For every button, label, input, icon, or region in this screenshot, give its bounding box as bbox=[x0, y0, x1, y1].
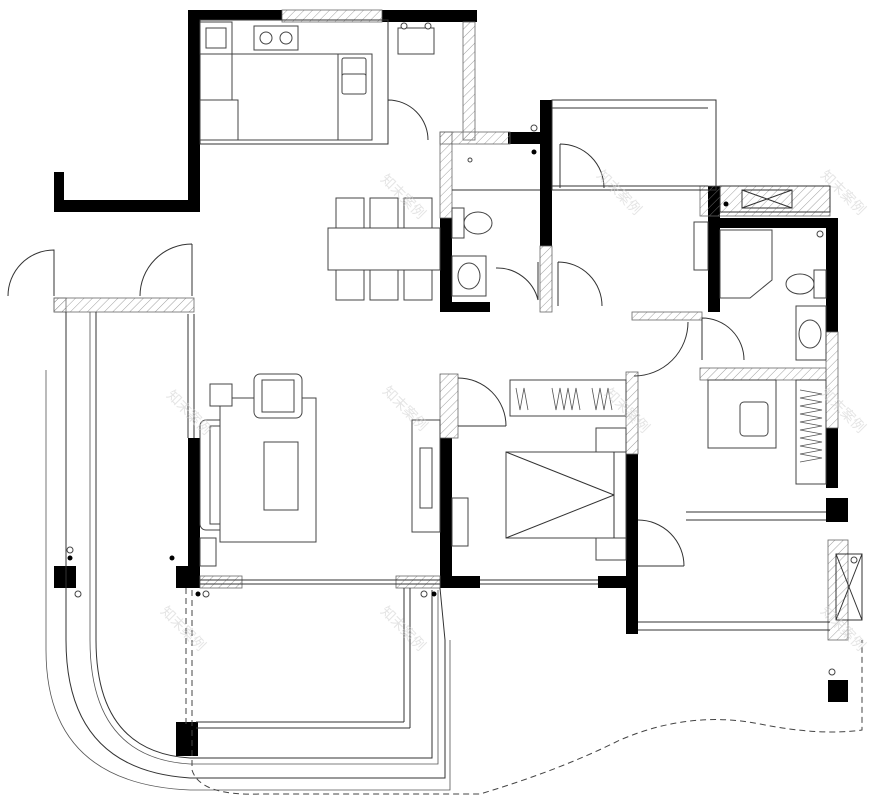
dashed-boundary bbox=[185, 588, 863, 795]
partition-walls bbox=[53, 9, 849, 641]
second-bedroom-furniture bbox=[707, 379, 863, 621]
dining-table-set bbox=[327, 197, 441, 301]
window-and-outline-lines bbox=[45, 19, 831, 791]
pipe-markers bbox=[66, 124, 858, 676]
watermark-text: 知末案例 bbox=[379, 383, 431, 435]
kitchen-fixtures bbox=[199, 21, 435, 141]
door-swings bbox=[7, 99, 745, 567]
living-room-furniture bbox=[199, 373, 441, 567]
watermark-text: 知末案例 bbox=[593, 167, 645, 219]
bathroom-2-fixtures bbox=[693, 189, 827, 361]
master-bedroom-furniture bbox=[451, 379, 627, 561]
watermark-text: 知末案例 bbox=[157, 603, 209, 655]
bathroom-1-fixtures bbox=[451, 157, 540, 297]
watermark-text: 知末案例 bbox=[163, 387, 215, 439]
structural-walls bbox=[54, 10, 848, 756]
watermark-text: 知末案例 bbox=[377, 603, 429, 655]
